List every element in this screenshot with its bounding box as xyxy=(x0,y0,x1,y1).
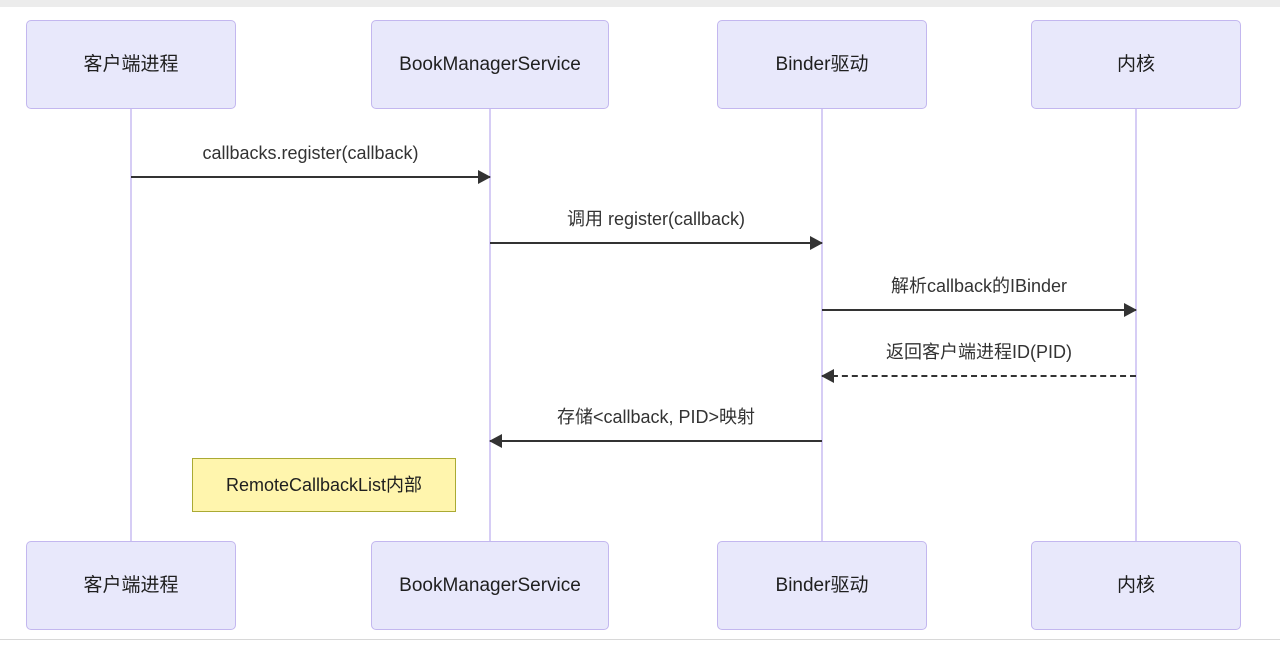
message-label: 存储<callback, PID>映射 xyxy=(556,407,756,427)
message-line xyxy=(131,176,490,178)
participant-bottom-binder[interactable]: Binder驱动 xyxy=(717,541,927,630)
arrowhead-left-icon xyxy=(821,369,834,383)
participant-label: BookManagerService xyxy=(399,54,581,75)
participant-bottom-service[interactable]: BookManagerService xyxy=(371,541,609,630)
message-line xyxy=(822,309,1136,311)
participant-label: 内核 xyxy=(1116,575,1155,596)
note-remote-callback-list[interactable]: RemoteCallbackList内部 xyxy=(192,458,456,512)
participant-label: 内核 xyxy=(1116,54,1155,75)
bottom-hairline xyxy=(0,639,1280,640)
arrowhead-right-icon xyxy=(478,170,491,184)
participant-top-service[interactable]: BookManagerService xyxy=(371,20,609,109)
message-line-dashed xyxy=(822,375,1136,377)
arrowhead-right-icon xyxy=(1124,303,1137,317)
bottom-chrome-band xyxy=(0,640,1280,646)
participant-bottom-kernel[interactable]: 内核 xyxy=(1031,541,1241,630)
participant-label: Binder驱动 xyxy=(775,575,869,596)
lifeline-service xyxy=(489,109,491,541)
message-label: callbacks.register(callback) xyxy=(202,143,419,163)
message-line xyxy=(490,242,822,244)
note-label: RemoteCallbackList内部 xyxy=(225,475,423,495)
lifeline-kernel xyxy=(1135,109,1137,541)
participant-top-kernel[interactable]: 内核 xyxy=(1031,20,1241,109)
message-label: 返回客户端进程ID(PID) xyxy=(886,342,1072,362)
arrowhead-left-icon xyxy=(489,434,502,448)
participant-label: BookManagerService xyxy=(399,575,581,596)
participant-label: 客户端进程 xyxy=(83,575,179,596)
arrowhead-right-icon xyxy=(810,236,823,250)
participant-label: 客户端进程 xyxy=(83,54,179,75)
participant-top-client[interactable]: 客户端进程 xyxy=(26,20,236,109)
top-chrome-band xyxy=(0,0,1280,7)
participant-bottom-client[interactable]: 客户端进程 xyxy=(26,541,236,630)
message-label: 调用 register(callback) xyxy=(566,209,746,229)
participant-top-binder[interactable]: Binder驱动 xyxy=(717,20,927,109)
message-line xyxy=(490,440,822,442)
participant-label: Binder驱动 xyxy=(775,54,869,75)
message-label: 解析callback的IBinder xyxy=(890,276,1068,296)
lifeline-binder xyxy=(821,109,823,541)
lifeline-client xyxy=(130,109,132,541)
